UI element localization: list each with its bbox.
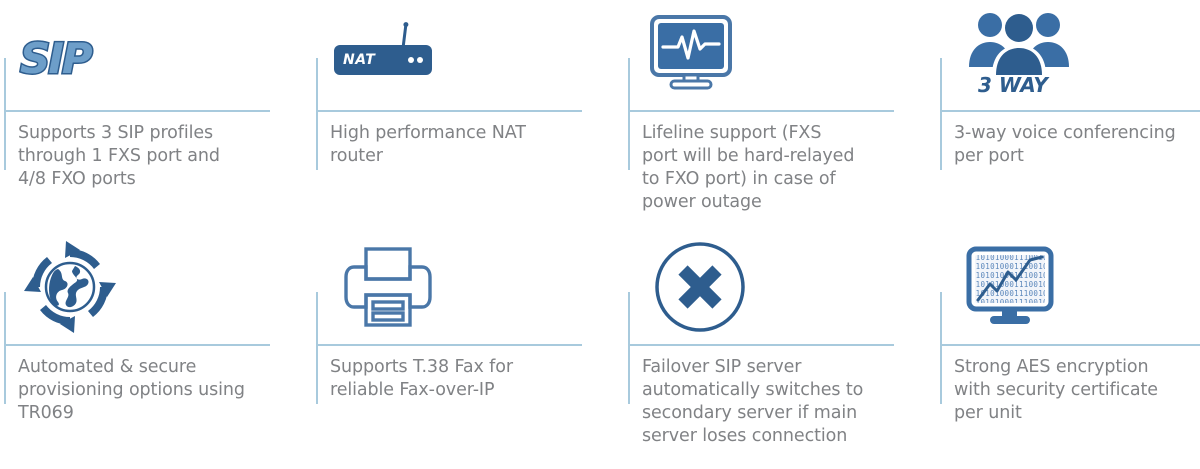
feature-card-three-way-conferencing: 3 WAY 3-way voice conferencing per port <box>936 0 1200 235</box>
nat-router-icon: NAT <box>334 23 454 83</box>
feature-caption: Strong AES encryption with security cert… <box>954 357 1158 423</box>
icon-container <box>326 234 616 339</box>
nat-label: NAT <box>343 51 376 68</box>
feature-card-aes-encryption: 10101010001110010010100101 Strong AES en… <box>936 234 1200 469</box>
printer-fax-icon <box>344 246 432 327</box>
icon-container <box>14 234 304 339</box>
cell-horizontal-rule <box>4 344 270 346</box>
feature-card-sip-profiles: SIP Supports 3 SIP profiles through 1 FX… <box>0 0 312 235</box>
icon-container <box>638 0 928 105</box>
feature-caption: High performance NAT router <box>330 123 526 166</box>
icon-container: SIP <box>14 0 304 105</box>
feature-card-t38-fax: Supports T.38 Fax for reliable Fax-over-… <box>312 234 624 469</box>
cell-vertical-rule <box>940 58 942 170</box>
feature-card-nat-router: NAT High performance NAT router <box>312 0 624 235</box>
cell-horizontal-rule <box>940 344 1200 346</box>
feature-caption: Supports 3 SIP profiles through 1 FXS po… <box>18 123 220 189</box>
three-way-label: 3 WAY <box>978 72 1048 97</box>
feature-card-auto-provisioning: Automated & secure provisioning options … <box>0 234 312 469</box>
router-body: NAT <box>334 44 432 75</box>
monitor-binary-chart-icon: 10101010001110010010100101 <box>966 246 1054 324</box>
feature-caption: 3-way voice conferencing per port <box>954 123 1176 166</box>
three-people-icon <box>969 10 1069 75</box>
antenna-icon <box>401 24 408 47</box>
cell-vertical-rule <box>316 292 318 404</box>
feature-caption: Automated & secure provisioning options … <box>18 357 245 423</box>
monitor-pulse-icon <box>650 14 732 89</box>
circle-x-icon <box>655 241 745 332</box>
led-indicators <box>408 56 423 63</box>
cell-horizontal-rule <box>4 110 270 112</box>
cell-horizontal-rule <box>316 344 582 346</box>
cell-horizontal-rule <box>940 110 1200 112</box>
feature-card-lifeline-support: Lifeline support (FXS port will be hard-… <box>624 0 936 235</box>
cell-vertical-rule <box>628 292 630 404</box>
feature-card-failover-sip-server: Failover SIP server automatically switch… <box>624 234 936 469</box>
feature-caption: Lifeline support (FXS port will be hard-… <box>642 123 855 212</box>
icon-container: 3 WAY <box>950 0 1200 105</box>
cell-vertical-rule <box>4 58 6 170</box>
icon-container <box>638 234 928 339</box>
feature-caption: Failover SIP server automatically switch… <box>642 357 864 446</box>
globe-refresh-icon <box>24 240 116 333</box>
cell-vertical-rule <box>4 292 6 404</box>
feature-caption: Supports T.38 Fax for reliable Fax-over-… <box>330 357 513 400</box>
cell-horizontal-rule <box>316 110 582 112</box>
cell-vertical-rule <box>316 58 318 170</box>
cell-horizontal-rule <box>628 344 894 346</box>
sip-logo-icon: SIP <box>19 33 95 85</box>
icon-container: NAT <box>326 0 616 105</box>
icon-container: 10101010001110010010100101 <box>950 234 1200 339</box>
cell-vertical-rule <box>628 58 630 170</box>
cell-horizontal-rule <box>628 110 894 112</box>
cell-vertical-rule <box>940 292 942 404</box>
